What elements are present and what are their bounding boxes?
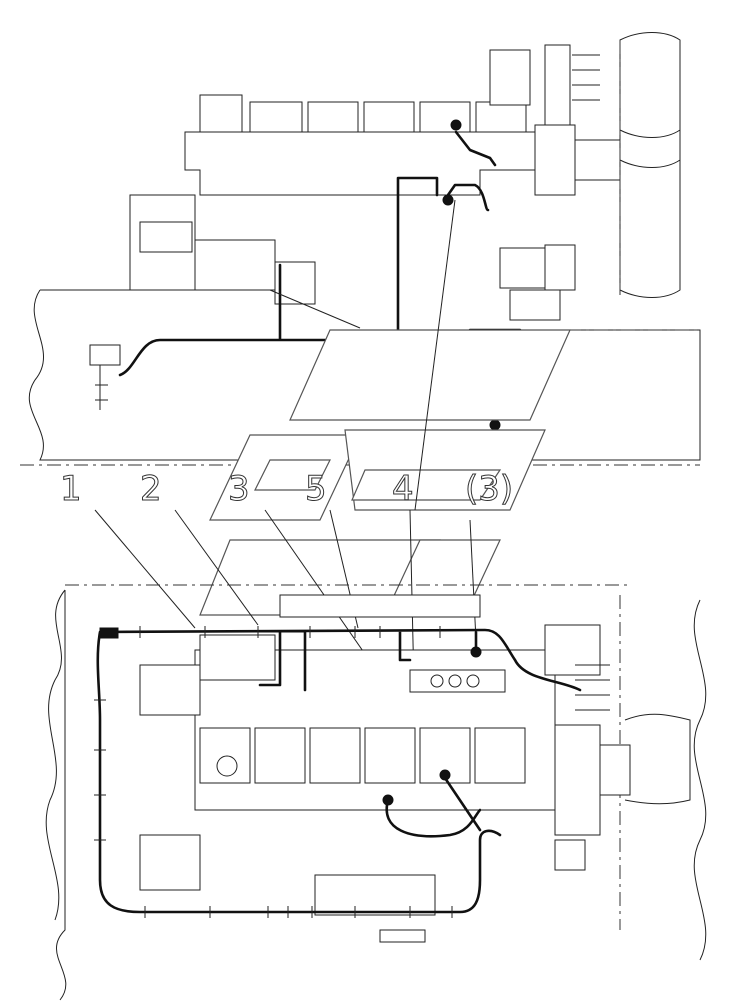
head-block-3 [307, 101, 359, 135]
lower-sensor-2 [382, 794, 394, 806]
fan-hub [574, 139, 621, 181]
engine-block [184, 131, 541, 196]
lower-harness-branch [385, 776, 482, 838]
upper-leader [269, 289, 361, 329]
head-block-2 [249, 101, 303, 135]
lower-right-wave [693, 599, 707, 961]
radiator-fan-outline [619, 32, 681, 298]
fuel-filter-head [499, 247, 546, 289]
lower-connector [99, 627, 119, 639]
upper-sensor-1 [450, 119, 462, 131]
pulley-grooves-top [575, 664, 610, 711]
lower-harness-loop [96, 628, 582, 914]
callout-2: 2 [140, 469, 162, 509]
callout-1: 1 [60, 469, 82, 509]
callout-3-alt: (3) [465, 469, 513, 509]
lower-view [45, 584, 707, 1001]
cyl-6 [474, 727, 526, 784]
starter-top [139, 664, 201, 716]
upper-left-leads [95, 365, 108, 410]
head-block-4 [363, 101, 415, 135]
lower-sensor-1 [470, 646, 482, 658]
lower-sensor-3 [439, 769, 451, 781]
fan-hub-top [599, 744, 631, 796]
upper-sensor-3 [489, 419, 501, 431]
water-pump-top [554, 724, 601, 836]
fan-top [624, 713, 691, 805]
fuel-injector-rail [409, 669, 506, 693]
head-block-5 [419, 101, 471, 135]
starter-motor [194, 239, 276, 291]
cyl-1 [199, 727, 251, 784]
starter-solenoid [274, 261, 316, 305]
callout-4: 4 [392, 469, 414, 509]
upper-sensor-2 [442, 194, 454, 206]
pulley-grooves [572, 54, 600, 101]
pulley-bracket [544, 44, 571, 126]
connector-block-left [89, 344, 121, 366]
head-block-1 [199, 94, 243, 136]
lower-frame-outline [45, 589, 67, 1001]
harness-clips [94, 626, 453, 918]
alternator-top [544, 624, 601, 676]
starter-solenoid-top [199, 634, 276, 681]
upper-harness-sensor [446, 130, 497, 212]
fuel-filter-bowl [544, 244, 576, 291]
cyl-4 [364, 727, 416, 784]
head-block-6 [475, 101, 527, 135]
callout-5: 5 [305, 469, 327, 509]
front-bracket [554, 839, 586, 871]
upper-harness-main [118, 176, 522, 421]
callout-3: 3 [228, 469, 250, 509]
cyl-3 [309, 727, 361, 784]
top-bracket [279, 594, 481, 618]
cyl-2 [254, 727, 306, 784]
fuel-pump [509, 289, 561, 321]
bottom-clip [379, 929, 426, 943]
injector-2 [448, 674, 462, 688]
bellhousing-top [139, 834, 201, 891]
alternator [489, 49, 531, 106]
bellhousing-box [139, 221, 193, 253]
watermark-logo [199, 329, 571, 616]
callout-labels: 1 2 3 5 4 (3) [60, 469, 514, 510]
injector-1 [430, 674, 444, 688]
water-pump [534, 124, 576, 196]
cyl-1-bore [216, 755, 238, 777]
injector-3 [466, 674, 480, 688]
oil-pan-plate [314, 874, 436, 916]
